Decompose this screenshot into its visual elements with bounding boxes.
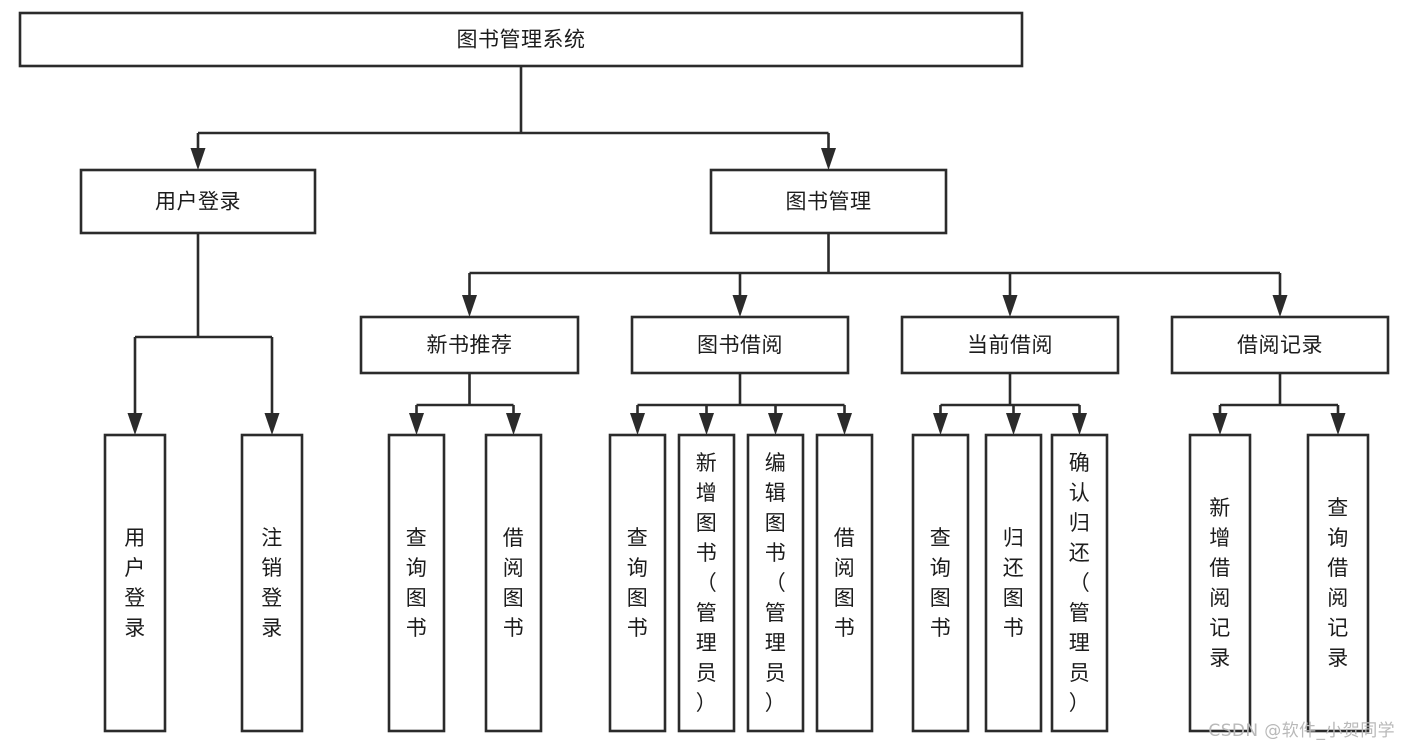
node-leaf-11[interactable]: 新增借阅记录 <box>1188 433 1252 733</box>
edge-arrowhead <box>821 148 836 170</box>
node-label: 确认归还（管理员） <box>1069 451 1091 715</box>
edge-arrowhead <box>190 148 206 170</box>
edge-arrowhead <box>1272 295 1288 317</box>
edge-arrowhead <box>462 295 477 317</box>
node-label: 查询借阅记录 <box>1327 496 1349 670</box>
node-level2-0[interactable]: 用户登录 <box>79 168 317 235</box>
node-box <box>1306 433 1370 733</box>
node-leaf-3[interactable]: 借阅图书 <box>484 433 543 733</box>
edge-arrowhead <box>630 413 645 435</box>
edge-arrowhead <box>699 413 714 435</box>
node-label: 图书管理 <box>786 190 872 214</box>
node-leaf-0[interactable]: 用户登录 <box>103 433 167 733</box>
node-box <box>103 433 167 733</box>
node-box <box>1170 315 1390 375</box>
node-label: 当前借阅 <box>967 333 1053 357</box>
node-leaf-6[interactable]: 编辑图书（管理员） <box>746 433 805 733</box>
edge-arrowhead <box>1072 413 1087 435</box>
edge-arrowhead <box>264 413 280 435</box>
node-box <box>911 433 970 733</box>
connectors-layer <box>127 66 1346 435</box>
node-box <box>608 433 667 733</box>
node-box <box>1050 433 1109 733</box>
node-level3-3[interactable]: 借阅记录 <box>1170 315 1390 375</box>
node-level3-0[interactable]: 新书推荐 <box>359 315 580 375</box>
node-level3-1[interactable]: 图书借阅 <box>630 315 850 375</box>
node-box <box>240 433 304 733</box>
node-box <box>630 315 850 375</box>
node-label: 注销登录 <box>261 526 283 640</box>
edge-arrowhead <box>127 413 143 435</box>
node-label: 借阅图书 <box>834 526 856 640</box>
node-box <box>1188 433 1252 733</box>
node-box <box>900 315 1120 375</box>
node-leaf-1[interactable]: 注销登录 <box>240 433 304 733</box>
node-box <box>709 168 948 235</box>
node-box <box>359 315 580 375</box>
node-box <box>677 433 736 733</box>
node-box <box>79 168 317 235</box>
csdn-watermark: CSDN @软件_小贺同学 <box>1208 721 1395 741</box>
node-label: 图书管理系统 <box>457 28 586 52</box>
node-label: 查询图书 <box>627 526 649 640</box>
node-root[interactable]: 图书管理系统 <box>18 11 1024 68</box>
edge-arrowhead <box>1006 413 1021 435</box>
node-label: 新增图书（管理员） <box>696 451 718 715</box>
node-label: 编辑图书（管理员） <box>765 451 787 715</box>
node-box <box>484 433 543 733</box>
node-label: 新书推荐 <box>427 333 513 357</box>
node-label: 图书借阅 <box>697 333 783 357</box>
node-box <box>18 11 1024 68</box>
node-label: 用户登录 <box>124 526 146 640</box>
node-leaf-5[interactable]: 新增图书（管理员） <box>677 433 736 733</box>
node-level3-2[interactable]: 当前借阅 <box>900 315 1120 375</box>
edge-arrowhead <box>837 413 852 435</box>
node-leaf-9[interactable]: 归还图书 <box>984 433 1043 733</box>
node-leaf-8[interactable]: 查询图书 <box>911 433 970 733</box>
edge-arrowhead <box>933 413 948 435</box>
nodes-layer: 图书管理系统用户登录图书管理新书推荐图书借阅当前借阅借阅记录用户登录注销登录查询… <box>18 11 1390 733</box>
node-label: 归还图书 <box>1003 526 1025 640</box>
edge-arrowhead <box>768 413 783 435</box>
node-label: 借阅图书 <box>503 526 525 640</box>
edge-arrowhead <box>1330 413 1346 435</box>
node-leaf-7[interactable]: 借阅图书 <box>815 433 874 733</box>
node-leaf-10[interactable]: 确认归还（管理员） <box>1050 433 1109 733</box>
node-box <box>984 433 1043 733</box>
node-label: 用户登录 <box>155 190 241 214</box>
node-label: 查询图书 <box>930 526 952 640</box>
edge-arrowhead <box>1002 295 1018 317</box>
edge-arrowhead <box>1212 413 1228 435</box>
node-box <box>387 433 446 733</box>
node-label: 查询图书 <box>406 526 428 640</box>
node-label: 借阅记录 <box>1237 333 1323 357</box>
node-leaf-4[interactable]: 查询图书 <box>608 433 667 733</box>
node-box <box>746 433 805 733</box>
node-box <box>815 433 874 733</box>
edge-arrowhead <box>732 295 748 317</box>
edge-arrowhead <box>506 413 521 435</box>
node-leaf-2[interactable]: 查询图书 <box>387 433 446 733</box>
node-level2-1[interactable]: 图书管理 <box>709 168 948 235</box>
node-label: 新增借阅记录 <box>1209 496 1231 670</box>
edge-arrowhead <box>409 413 424 435</box>
node-leaf-12[interactable]: 查询借阅记录 <box>1306 433 1370 733</box>
